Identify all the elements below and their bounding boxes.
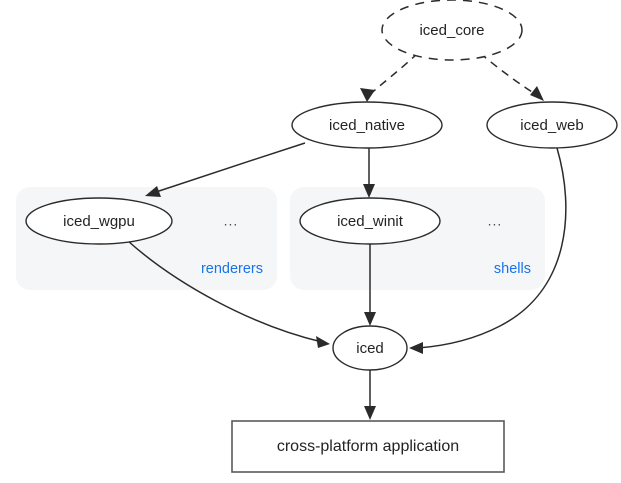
node-iced-web-label: iced_web — [520, 117, 583, 134]
edge-path — [417, 147, 567, 349]
cluster-renderers-label: renderers — [201, 261, 263, 277]
cluster-shells-ellipsis: ... — [488, 213, 503, 229]
edge-iced-wgpu-to-iced — [127, 240, 330, 348]
edge-path — [127, 240, 323, 343]
arrow-head-icon — [145, 186, 161, 197]
node-iced-shape[interactable] — [332, 325, 408, 371]
edge-iced-web-to-iced — [409, 147, 567, 354]
arrow-head-icon — [363, 184, 375, 198]
node-iced-core-label: iced_core — [419, 22, 484, 39]
edge-iced-core-to-iced-native — [360, 52, 419, 102]
node-iced-native[interactable]: iced_native — [291, 101, 443, 149]
cluster-renderers-ellipsis: ... — [224, 213, 239, 229]
edge-iced-winit-to-iced — [364, 244, 376, 326]
node-iced-core-shape[interactable] — [381, 0, 523, 61]
node-iced-label: iced — [356, 340, 384, 357]
arrow-head-icon — [364, 406, 376, 420]
node-iced-core[interactable]: iced_core — [381, 0, 523, 61]
edge-iced-native-to-iced-winit — [363, 148, 375, 198]
node-cross-platform-application-label: cross-platform application — [277, 438, 459, 455]
node-iced-winit-label: iced_winit — [337, 213, 404, 230]
node-iced-native-shape[interactable] — [291, 101, 443, 149]
node-iced-winit-shape[interactable] — [299, 197, 441, 245]
arrow-head-icon — [364, 312, 376, 326]
node-cross-platform-application-shape[interactable] — [231, 420, 505, 473]
node-iced-web-shape[interactable] — [486, 101, 618, 149]
arrow-head-icon — [530, 86, 544, 101]
node-iced-native-label: iced_native — [329, 117, 405, 134]
arrow-head-icon — [316, 336, 330, 348]
arrow-head-icon — [360, 88, 375, 102]
node-iced-wgpu-label: iced_wgpu — [63, 213, 135, 230]
arrow-head-icon — [409, 342, 423, 354]
cluster-shells-label: shells — [494, 261, 531, 277]
edge-path — [479, 52, 541, 98]
edge-iced-core-to-iced-web — [479, 52, 544, 101]
node-iced-winit[interactable]: iced_winit — [299, 197, 441, 245]
edge-iced-to-app — [364, 370, 376, 420]
node-iced-wgpu[interactable]: iced_wgpu — [25, 197, 173, 245]
node-cross-platform-application[interactable]: cross-platform application — [231, 420, 505, 473]
edge-path — [149, 142, 306, 195]
node-iced-web[interactable]: iced_web — [486, 101, 618, 149]
edge-iced-native-to-iced-wgpu — [145, 142, 306, 197]
node-iced-wgpu-shape[interactable] — [25, 197, 173, 245]
node-iced[interactable]: iced — [332, 325, 408, 371]
